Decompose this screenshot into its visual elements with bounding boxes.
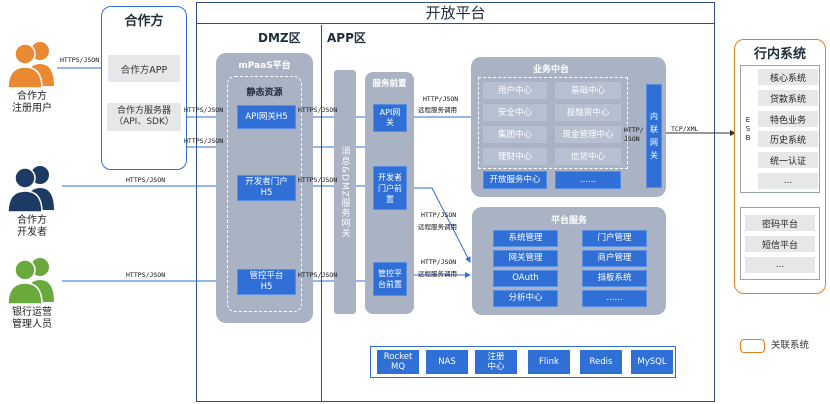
infra-nas[interactable]: NAS xyxy=(426,350,468,374)
api-gateway-h5-box[interactable]: API网关H5 xyxy=(237,105,296,129)
bc-more: ...... xyxy=(555,171,621,189)
ps-analytics-center[interactable]: 分析中心 xyxy=(493,290,558,307)
bc-cash-mgmt-center[interactable]: 现金管理中心 xyxy=(555,126,621,143)
infra-bar xyxy=(370,346,676,378)
proto-mgmt-services: HTTP/JSON xyxy=(421,258,457,266)
proto-mgmt-services-rpc: 远程服务调用 xyxy=(418,270,457,278)
platform-services-title: 平台服务 xyxy=(550,215,587,226)
zone-divider xyxy=(321,25,322,402)
bc-open-service-center[interactable]: 开放服务中心 xyxy=(483,171,547,189)
ps-gateway-mgmt[interactable]: 网关管理 xyxy=(493,250,558,267)
partner-app-box[interactable]: 合作方APP xyxy=(108,55,180,82)
bc-credit-center[interactable]: 信贷中心 xyxy=(555,148,621,165)
bank-aux-more: ... xyxy=(745,257,815,273)
developer-portal-front-box[interactable]: 开发者门户前置 xyxy=(373,166,407,210)
bank-more: ... xyxy=(758,173,818,189)
business-center-title: 业务中台 xyxy=(532,64,569,75)
proto-tcp-xml: TCP/XML xyxy=(671,125,699,133)
bank-history-system[interactable]: 历史系统 xyxy=(758,131,818,147)
bank-core-system[interactable]: 核心系统 xyxy=(758,69,818,85)
proto-developer-portal: HTTPS/JSON xyxy=(126,176,166,184)
proto-staff-mgmt: HTTPS/JSON xyxy=(126,271,166,279)
partner-panel xyxy=(101,6,187,170)
open-platform-title: 开放平台 xyxy=(196,2,715,24)
ps-system-mgmt[interactable]: 系统管理 xyxy=(493,230,558,247)
dmz-service-gateway-column: 消息&DMZ服务网关 xyxy=(334,70,356,314)
static-resources-panel xyxy=(227,76,302,312)
proto-h5-apigw: HTTPS/JSON xyxy=(298,106,338,114)
bank-systems-title: 行内系统 xyxy=(753,46,806,62)
proto-server-apigw-h5: HTTPS/JSON xyxy=(184,106,224,114)
ps-portal-mgmt[interactable]: 门户管理 xyxy=(582,230,647,247)
registered-user-icon xyxy=(7,42,54,88)
bank-unified-auth[interactable]: 统一认证 xyxy=(758,152,818,168)
intranet-gateway-box[interactable]: 内联网关 xyxy=(646,84,662,188)
proto-portal-services-rpc: 远程服务调用 xyxy=(418,223,457,231)
legend-swatch xyxy=(740,339,765,353)
proto-portal-services: HTTP/JSON xyxy=(421,211,457,219)
proto-apigw-business: HTTP/JSON xyxy=(423,95,459,103)
static-resources-title: 静态资源 xyxy=(246,87,283,98)
bc-base-center[interactable]: 基础中心 xyxy=(555,82,621,99)
proto-portal-front: HTTPS/JSON xyxy=(298,176,338,184)
developer-icon xyxy=(7,166,54,212)
bc-security-center[interactable]: 安全中心 xyxy=(483,104,547,121)
infra-registry-center[interactable]: 注册中心 xyxy=(475,350,517,374)
app-zone-label: APP区 xyxy=(327,31,366,45)
dmz-zone-label: DMZ区 xyxy=(258,31,301,45)
mgmt-platform-front-box[interactable]: 管控平台前置 xyxy=(373,262,407,296)
ps-merchant-mgmt[interactable]: 商户管理 xyxy=(582,250,647,267)
bank-aux-group xyxy=(740,207,820,280)
proto-user-app: HTTPS/JSON xyxy=(60,56,100,64)
service-front-title: 服务前置 xyxy=(372,79,407,89)
ps-baffle-system[interactable]: 挡板系统 xyxy=(582,270,647,287)
infra-flink[interactable]: Flink xyxy=(528,350,570,374)
business-center-inner xyxy=(478,77,628,169)
infra-mysql[interactable]: MySQL xyxy=(631,350,673,374)
api-gateway-box[interactable]: API网关 xyxy=(373,104,407,132)
bc-group-center[interactable]: 集团中心 xyxy=(483,126,547,143)
bc-wealth-center[interactable]: 理财中心 xyxy=(483,148,547,165)
proto-business-intranet: HTTP/JSON xyxy=(624,126,644,143)
infra-redis[interactable]: Redis xyxy=(580,350,622,374)
legend-label: 关联系统 xyxy=(771,340,810,351)
bank-sms-platform[interactable]: 短信平台 xyxy=(745,236,815,252)
bank-loan-system[interactable]: 贷款系统 xyxy=(758,90,818,106)
bank-crypto-platform[interactable]: 密码平台 xyxy=(745,215,815,231)
ps-oauth[interactable]: OAuth xyxy=(493,270,558,287)
developer-label: 合作方开发者 xyxy=(17,215,47,238)
mpaas-title: mPaaS平台 xyxy=(238,60,291,71)
registered-user-label: 合作方注册用户 xyxy=(12,91,52,114)
bank-core-group xyxy=(740,65,820,193)
bank-staff-icon xyxy=(7,258,54,304)
partner-title: 合作方 xyxy=(124,13,164,29)
proto-server-apigw: HTTPS/JSON xyxy=(184,137,224,145)
bc-investment-center[interactable]: 投融资中心 xyxy=(555,104,621,121)
bank-special-business[interactable]: 特色业务 xyxy=(758,111,818,127)
bank-staff-label: 银行运营管理人员 xyxy=(12,307,52,330)
proto-mgmt-front: HTTPS/JSON xyxy=(298,271,338,279)
ps-more: ...... xyxy=(582,290,647,307)
partner-server-box[interactable]: 合作方服务器（API、SDK） xyxy=(107,103,181,131)
proto-apigw-business-rpc: 远程服务调用 xyxy=(418,106,457,114)
bc-user-center[interactable]: 用户中心 xyxy=(483,82,547,99)
